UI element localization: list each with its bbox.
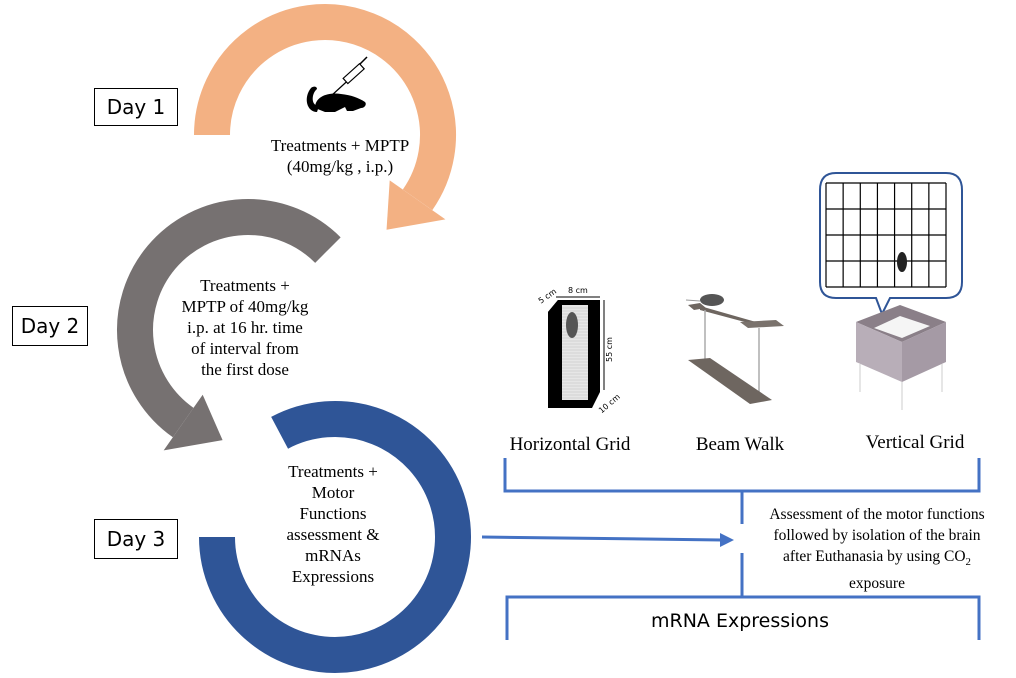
day3-line: Expressions xyxy=(291,567,375,586)
day3-line: assessment & xyxy=(286,525,380,544)
day3-label-text: Day 3 xyxy=(106,527,166,551)
assessment-line: Assessment of the motor functions xyxy=(769,506,985,523)
assessment-line: after Euthanasia by using CO2 xyxy=(744,546,1010,573)
day1-cycle-arrow xyxy=(194,4,456,230)
day1-line: Treatments + MPTP xyxy=(270,136,410,155)
day2-line: i.p. at 16 hr. time xyxy=(187,318,303,337)
day3-line: Functions xyxy=(299,504,367,523)
mrna-bracket xyxy=(505,553,981,640)
assessment-line-text: after Euthanasia by using CO xyxy=(783,548,966,565)
day3-label: Day 3 xyxy=(94,519,178,559)
day2-cycle-arrow xyxy=(117,199,341,451)
assessment-description: Assessment of the motor functions follow… xyxy=(744,504,1010,594)
day2-description: Treatments + MPTP of 40mg/kg i.p. at 16 … xyxy=(160,275,330,380)
test-label-horizontal-grid: Horizontal Grid xyxy=(509,434,631,455)
day3-line: Motor xyxy=(311,483,355,502)
dim-8cm: 8 cm xyxy=(568,286,588,295)
mouse-injection-icon xyxy=(306,56,368,112)
test-label-vertical-grid: Vertical Grid xyxy=(865,432,965,453)
day2-line: MPTP of 40mg/kg xyxy=(181,297,309,316)
dim-10cm: 10 cm xyxy=(597,392,622,415)
day3-line: mRNAs xyxy=(305,546,361,565)
co2-subscript: 2 xyxy=(965,556,971,569)
day2-label-text: Day 2 xyxy=(20,314,80,338)
day3-line: Treatments + xyxy=(288,462,378,481)
day2-label: Day 2 xyxy=(12,306,88,346)
horizontal-grid-apparatus: 8 cm 5 cm 55 cm 10 cm xyxy=(537,286,622,415)
day2-line: Treatments + xyxy=(200,276,290,295)
day1-description: Treatments + MPTP (40mg/kg , i.p.) xyxy=(240,135,440,177)
mrna-expressions-label: mRNA Expressions xyxy=(651,610,829,632)
day2-line: the first dose xyxy=(201,360,289,379)
dim-5cm: 5 cm xyxy=(537,287,559,306)
day3-to-assessment-arrow xyxy=(481,533,734,547)
day3-cycle-ring xyxy=(199,401,471,673)
tests-bracket xyxy=(503,458,981,524)
vertical-grid-apparatus xyxy=(819,172,963,410)
beam-walk-apparatus xyxy=(685,294,784,404)
assessment-line: exposure xyxy=(849,575,905,593)
day2-line: of interval from xyxy=(191,339,299,358)
test-label-beam-walk: Beam Walk xyxy=(695,434,785,455)
assessment-line: followed by isolation of the brain xyxy=(773,527,981,544)
day1-line: (40mg/kg , i.p.) xyxy=(286,157,394,176)
day1-label-text: Day 1 xyxy=(106,95,166,119)
dim-55cm: 55 cm xyxy=(605,337,614,362)
day1-label: Day 1 xyxy=(94,88,178,126)
day3-description: Treatments + Motor Functions assessment … xyxy=(268,461,398,587)
